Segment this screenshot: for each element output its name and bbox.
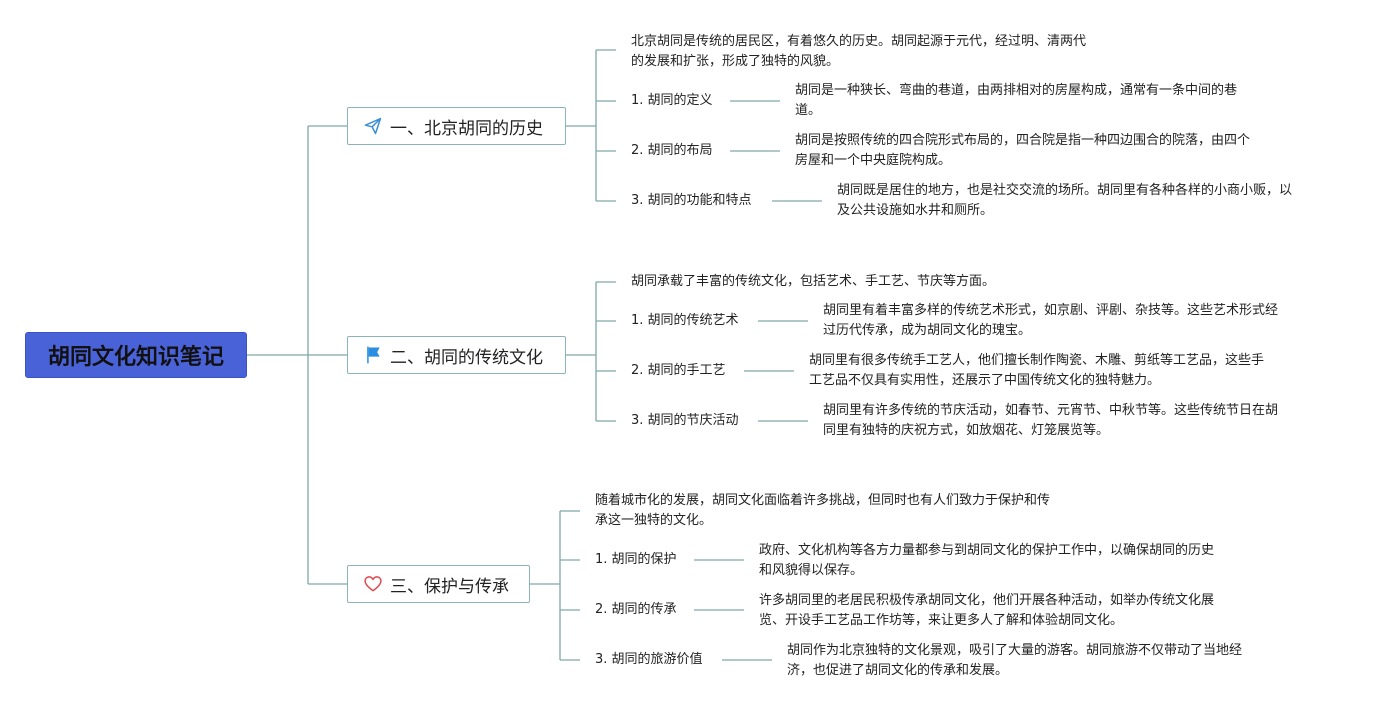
topic-hutong-function-desc[interactable]: 胡同既是居住的地方，也是社交交流的场所。胡同里有各种各样的小商小贩，以 及公共设…	[837, 181, 1292, 221]
intro-line: 北京胡同是传统的居民区，有着悠久的历史。胡同起源于元代，经过明、清两代	[631, 34, 1087, 49]
desc-line: 同里有独特的庆祝方式，如放烟花、灯笼展览等。	[823, 423, 1110, 438]
desc-line: 览、开设手工艺品工作坊等，来让更多人了解和体验胡同文化。	[759, 613, 1124, 628]
connector-group	[247, 49, 822, 661]
topic-tourism-value[interactable]: 3. 胡同的旅游价值	[595, 652, 703, 667]
branch-traditional-culture-label: 二、胡同的传统文化	[390, 347, 543, 368]
topic-handicrafts-desc[interactable]: 胡同里有很多传统手工艺人，他们擅长制作陶瓷、木雕、剪纸等工艺品，这些手 工艺品不…	[809, 351, 1264, 391]
topic-tourism-value-desc[interactable]: 胡同作为北京独特的文化景观，吸引了大量的游客。胡同旅游不仅带动了当地经 济，也促…	[787, 641, 1242, 681]
desc-line: 及公共设施如水井和厕所。	[837, 203, 994, 218]
topic-inheritance-desc[interactable]: 许多胡同里的老居民积极传承胡同文化，他们开展各种活动，如举办传统文化展 览、开设…	[759, 591, 1214, 631]
branch-protection-inheritance-label: 三、保护与传承	[390, 576, 509, 597]
heart-icon	[362, 573, 384, 595]
root-topic-label: 胡同文化知识笔记	[47, 345, 224, 370]
desc-line: 过历代传承，成为胡同文化的瑰宝。	[823, 323, 1032, 338]
topic-handicrafts[interactable]: 2. 胡同的手工艺	[631, 363, 726, 378]
flag-icon	[362, 344, 384, 366]
desc-line: 胡同是一种狭长、弯曲的巷道，由两排相对的房屋构成，通常有一条中间的巷	[795, 83, 1238, 98]
desc-line: 胡同既是居住的地方，也是社交交流的场所。胡同里有各种各样的小商小贩，以	[837, 183, 1293, 198]
topic-hutong-definition[interactable]: 1. 胡同的定义	[631, 93, 713, 108]
desc-line: 胡同作为北京独特的文化景观，吸引了大量的游客。胡同旅游不仅带动了当地经	[787, 643, 1243, 658]
topic-traditional-arts[interactable]: 1. 胡同的传统艺术	[631, 313, 739, 328]
desc-line: 胡同是按照传统的四合院形式布局的，四合院是指一种四边围合的院落，由四个	[795, 133, 1251, 148]
branch-history-label: 一、北京胡同的历史	[390, 118, 543, 139]
topic-protection-desc[interactable]: 政府、文化机构等各方力量都参与到胡同文化的保护工作中，以确保胡同的历史 和风貌得…	[759, 541, 1214, 581]
desc-line: 济，也促进了胡同文化的传承和发展。	[787, 663, 1009, 678]
intro-line: 随着城市化的发展，胡同文化面临着许多挑战，但同时也有人们致力于保护和传	[595, 493, 1051, 508]
branch-protection-inheritance-intro[interactable]: 随着城市化的发展，胡同文化面临着许多挑战，但同时也有人们致力于保护和传 承这一独…	[595, 491, 1050, 531]
branch-traditional-culture[interactable]: 二、胡同的传统文化	[347, 336, 566, 374]
branch-protection-inheritance[interactable]: 三、保护与传承	[347, 565, 530, 603]
desc-line: 道。	[795, 103, 822, 118]
topic-hutong-definition-desc[interactable]: 胡同是一种狭长、弯曲的巷道，由两排相对的房屋构成，通常有一条中间的巷 道。	[795, 81, 1237, 121]
desc-line: 胡同里有很多传统手工艺人，他们擅长制作陶瓷、木雕、剪纸等工艺品，这些手	[809, 353, 1265, 368]
topic-hutong-function[interactable]: 3. 胡同的功能和特点	[631, 193, 752, 208]
desc-line: 许多胡同里的老居民积极传承胡同文化，他们开展各种活动，如举办传统文化展	[759, 593, 1215, 608]
intro-line: 胡同承载了丰富的传统文化，包括艺术、手工艺、节庆等方面。	[631, 274, 996, 289]
topic-protection[interactable]: 1. 胡同的保护	[595, 552, 677, 567]
topic-inheritance[interactable]: 2. 胡同的传承	[595, 602, 677, 617]
topic-hutong-layout-desc[interactable]: 胡同是按照传统的四合院形式布局的，四合院是指一种四边围合的院落，由四个 房屋和一…	[795, 131, 1250, 171]
topic-festivals-desc[interactable]: 胡同里有许多传统的节庆活动，如春节、元宵节、中秋节等。这些传统节日在胡 同里有独…	[823, 401, 1278, 441]
branch-traditional-culture-intro[interactable]: 胡同承载了丰富的传统文化，包括艺术、手工艺、节庆等方面。	[631, 272, 995, 292]
desc-line: 胡同里有着丰富多样的传统艺术形式，如京剧、评剧、杂技等。这些艺术形式经	[823, 303, 1279, 318]
topic-traditional-arts-desc[interactable]: 胡同里有着丰富多样的传统艺术形式，如京剧、评剧、杂技等。这些艺术形式经 过历代传…	[823, 301, 1278, 341]
desc-line: 和风貌得以保存。	[759, 563, 864, 578]
intro-line: 承这一独特的文化。	[595, 513, 713, 528]
root-topic[interactable]: 胡同文化知识笔记	[25, 332, 247, 378]
desc-line: 政府、文化机构等各方力量都参与到胡同文化的保护工作中，以确保胡同的历史	[759, 543, 1215, 558]
desc-line: 胡同里有许多传统的节庆活动，如春节、元宵节、中秋节等。这些传统节日在胡	[823, 403, 1279, 418]
desc-line: 工艺品不仅具有实用性，还展示了中国传统文化的独特魅力。	[809, 373, 1161, 388]
branch-history[interactable]: 一、北京胡同的历史	[347, 107, 566, 145]
intro-line: 的发展和扩张，形成了独特的风貌。	[631, 54, 840, 69]
paper-plane-icon	[362, 115, 384, 137]
desc-line: 房屋和一个中央庭院构成。	[795, 153, 952, 168]
topic-festivals[interactable]: 3. 胡同的节庆活动	[631, 413, 739, 428]
branch-history-intro[interactable]: 北京胡同是传统的居民区，有着悠久的历史。胡同起源于元代，经过明、清两代 的发展和…	[631, 32, 1086, 72]
topic-hutong-layout[interactable]: 2. 胡同的布局	[631, 143, 713, 158]
